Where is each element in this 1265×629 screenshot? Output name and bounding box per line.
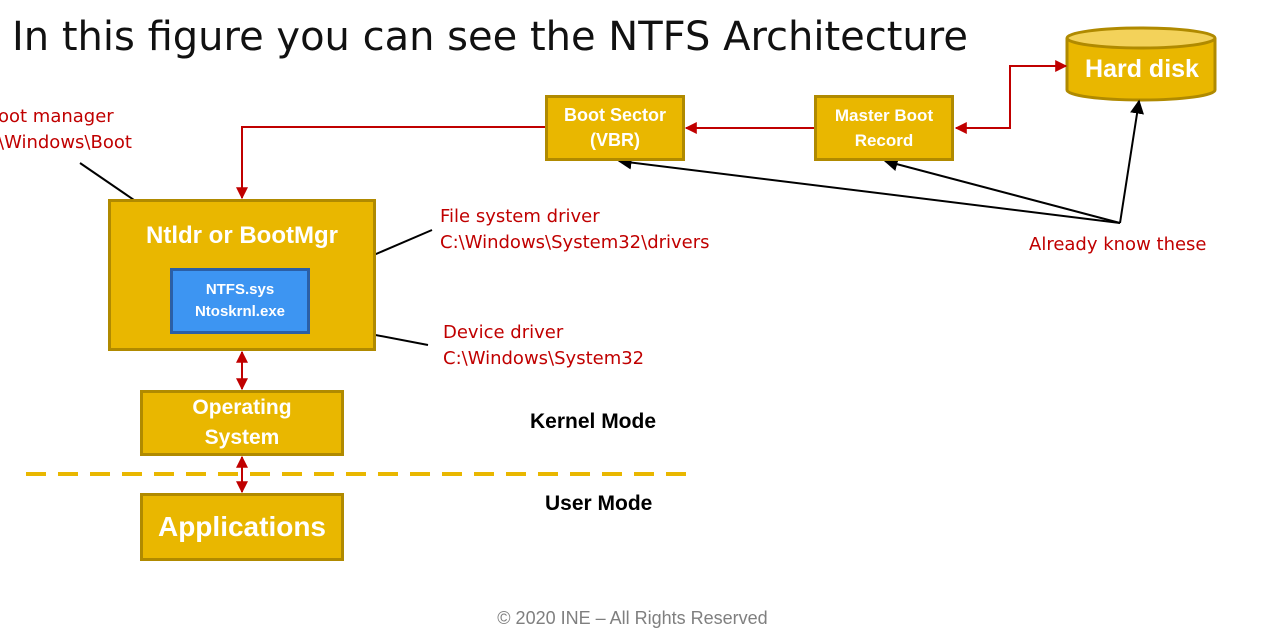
hard-disk-label: Hard disk: [1085, 55, 1199, 83]
user-mode-label: User Mode: [545, 492, 653, 515]
already-know-to-mbr-pointer: [883, 157, 1121, 224]
file-system-driver-note-line2: C:\Windows\System32\drivers: [440, 232, 710, 253]
boot-manager-note: oot manager \Windows\Boot: [0, 104, 132, 156]
mbr-to-disk-connector: [954, 60, 1068, 134]
kernel-drivers-box: NTFS.sys Ntoskrnl.exe: [170, 268, 310, 334]
device-driver-note-line2: C:\Windows\System32: [443, 348, 645, 369]
kernel-mode-label: Kernel Mode: [530, 410, 657, 433]
operating-system-label-line2: System: [204, 426, 280, 449]
operating-system-label-line1: Operating: [192, 396, 292, 419]
device-driver-note: Device driver C:\Windows\System32: [443, 320, 644, 372]
boot-sector-to-ntldr-connector: [236, 126, 545, 200]
boot-manager-note-line2: \Windows\Boot: [0, 132, 132, 153]
already-know-note: Already know these: [1029, 234, 1207, 255]
boot-sector-label-line1: Boot Sector: [563, 105, 666, 125]
file-system-driver-note-line1: File system driver: [440, 206, 600, 227]
applications-label: Applications: [157, 511, 326, 542]
boot-manager-note-line1: oot manager: [0, 106, 114, 127]
mbr-label-line2: Record: [854, 131, 914, 150]
boot-sector-box: Boot Sector (VBR): [545, 95, 685, 161]
ntoskrnl-exe-label: Ntoskrnl.exe: [194, 303, 286, 320]
applications-box: Applications: [140, 493, 344, 561]
ntfs-sys-label: NTFS.sys: [205, 281, 275, 298]
file-system-driver-note: File system driver C:\Windows\System32\d…: [440, 204, 710, 256]
already-know-to-disk-pointer: [1119, 99, 1144, 224]
copyright-footer: © 2020 INE – All Rights Reserved: [497, 608, 768, 628]
mbr-label-line1: Master Boot: [834, 106, 934, 125]
slide-title: In this figure you can see the NTFS Arch…: [12, 14, 968, 60]
master-boot-record-box: Master Boot Record: [814, 95, 954, 161]
boot-sector-label-line2: (VBR): [590, 130, 640, 150]
operating-system-box: Operating System: [140, 390, 344, 456]
already-know-to-boot-sector-pointer: [617, 155, 1121, 224]
ntldr-bootmgr-label: Ntldr or BootMgr: [146, 222, 338, 249]
device-driver-note-line1: Device driver: [443, 322, 564, 343]
